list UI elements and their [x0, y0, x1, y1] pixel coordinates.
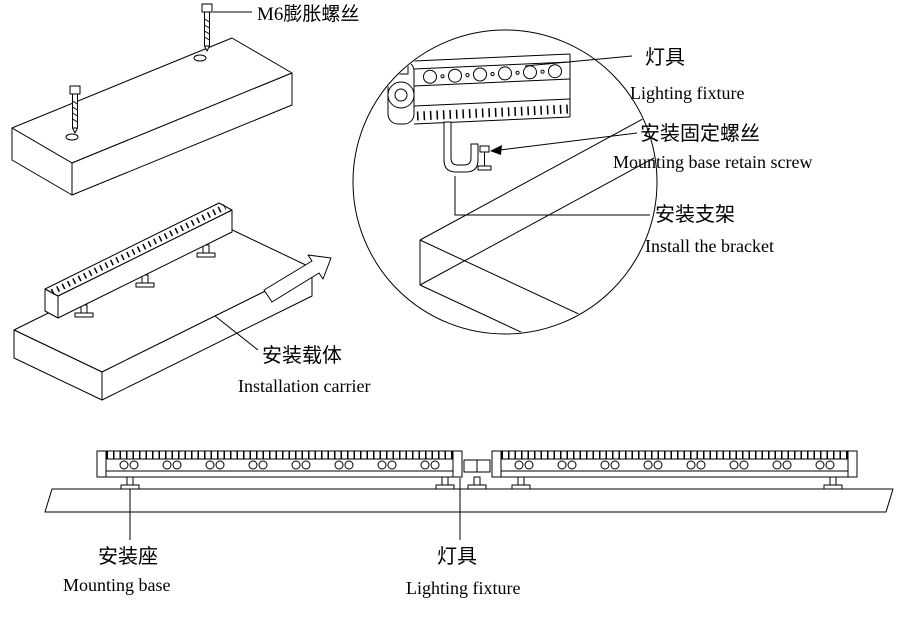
m6-screw-label: M6膨胀螺丝 — [257, 3, 359, 25]
lens-screw — [515, 70, 520, 75]
fixture-joint — [463, 459, 491, 490]
carrier-label-en: Installation carrier — [238, 376, 370, 396]
mounting-bracket — [443, 121, 479, 173]
mounting-foot — [120, 476, 140, 490]
fin-hatch — [416, 104, 569, 121]
lens-screw — [540, 69, 545, 74]
lens-hatch — [50, 204, 227, 295]
leader-line — [214, 315, 259, 351]
detail-content — [387, 53, 656, 333]
detail-circle — [352, 29, 658, 335]
mounting-foot — [511, 476, 531, 490]
lens-screw — [440, 74, 445, 79]
m6-expansion-screw — [201, 3, 213, 52]
mounting-base-label-zh: 安装座 — [98, 545, 158, 568]
carrier-plate-top — [11, 3, 293, 196]
m6-screw-callout: M6膨胀螺丝 — [213, 3, 359, 25]
mounting-base-label-en: Mounting base — [63, 575, 171, 595]
installation-rail — [44, 488, 894, 513]
detail-fixture-label-en: Lighting fixture — [630, 83, 744, 103]
lens-screw — [465, 73, 470, 78]
detail-fixture-label-zh: 灯具 — [645, 46, 685, 69]
elevation-fixture-label-en: Lighting fixture — [406, 578, 520, 598]
led-lens — [473, 67, 487, 82]
zoom-arrow — [263, 254, 332, 303]
mounting-foot — [823, 476, 843, 490]
bracket-label-en: Install the bracket — [645, 236, 774, 256]
retain-screw — [477, 145, 492, 171]
leader-line — [454, 176, 650, 216]
led-lens — [523, 65, 537, 80]
led-bar-isometric — [44, 202, 233, 319]
fixture-bar-left — [96, 450, 463, 490]
leader-line — [524, 55, 633, 67]
retain-screw-label-en: Mounting base retain screw — [613, 152, 812, 172]
elevation-labels: 安装座 Mounting base 灯具 Lighting fixture — [63, 478, 520, 598]
elevation-view — [44, 450, 894, 513]
mounting-foot — [467, 476, 487, 490]
mounting-foot — [435, 476, 455, 490]
leader-line — [499, 132, 638, 151]
carrier-callout: 安装载体 Installation carrier — [214, 315, 370, 396]
detail-labels: 灯具 Lighting fixture 安装固定螺丝 Mounting base… — [454, 46, 812, 256]
bracket-label-zh: 安装支架 — [655, 203, 735, 226]
screw-hole — [193, 54, 207, 62]
screw-hole — [65, 133, 79, 141]
carrier-plate-with-fixture — [13, 225, 313, 401]
carrier-label-zh: 安装载体 — [262, 344, 342, 367]
retain-screw-label-zh: 安装固定螺丝 — [640, 122, 760, 145]
led-lens — [498, 66, 512, 81]
led-lens — [448, 68, 462, 83]
leader-arrowhead — [490, 145, 502, 155]
fixture-bar-right — [491, 450, 858, 490]
led-lens — [548, 64, 562, 79]
fixture-section — [387, 53, 571, 125]
elevation-fixture-label-zh: 灯具 — [437, 545, 477, 568]
led-lens — [423, 69, 437, 84]
lens-screw — [490, 71, 495, 77]
